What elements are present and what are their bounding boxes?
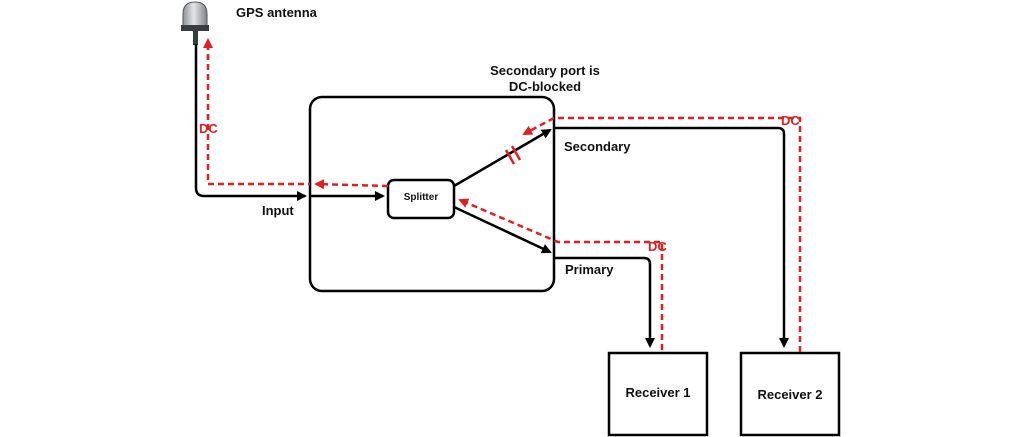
primary-to-receiver-1-line: [554, 256, 655, 348]
signal-path: [194, 44, 789, 348]
dc-path: [203, 38, 802, 352]
gps-antenna-icon: [181, 1, 209, 45]
capacitor-icon: [504, 145, 522, 165]
dc-secondary-label: DC: [781, 113, 800, 128]
secondary-port-label: Secondary: [564, 139, 631, 154]
input-label: Input: [262, 203, 294, 218]
dc-antenna-line: [206, 44, 310, 186]
secondary-to-receiver-2-line: [554, 126, 789, 348]
gps-antenna-label: GPS antenna: [236, 5, 317, 20]
receiver-2-box: [739, 351, 841, 437]
splitter-to-primary-line: [453, 205, 552, 254]
splitter-enclosure: [308, 95, 556, 293]
receiver-1-label: Receiver 1: [625, 385, 691, 400]
splitter-label: Splitter: [403, 192, 439, 203]
splitter-to-secondary-line: [453, 128, 552, 188]
dc-primary-line: [458, 198, 664, 350]
primary-port-label: Primary: [565, 262, 614, 277]
antenna-to-input-line: [194, 44, 307, 201]
dc-primary-label: DC: [648, 239, 667, 254]
receiver-1-box: [607, 351, 709, 437]
dc-splitter-to-input-line: [314, 179, 389, 190]
dc-blocked-note-line2: DC-blocked: [508, 79, 582, 94]
dc-antenna-label: DC: [199, 121, 218, 136]
dc-blocked-note-line1: Secondary port is: [490, 63, 600, 78]
receiver-2-label: Receiver 2: [757, 387, 823, 402]
splitter-block: [386, 178, 456, 220]
